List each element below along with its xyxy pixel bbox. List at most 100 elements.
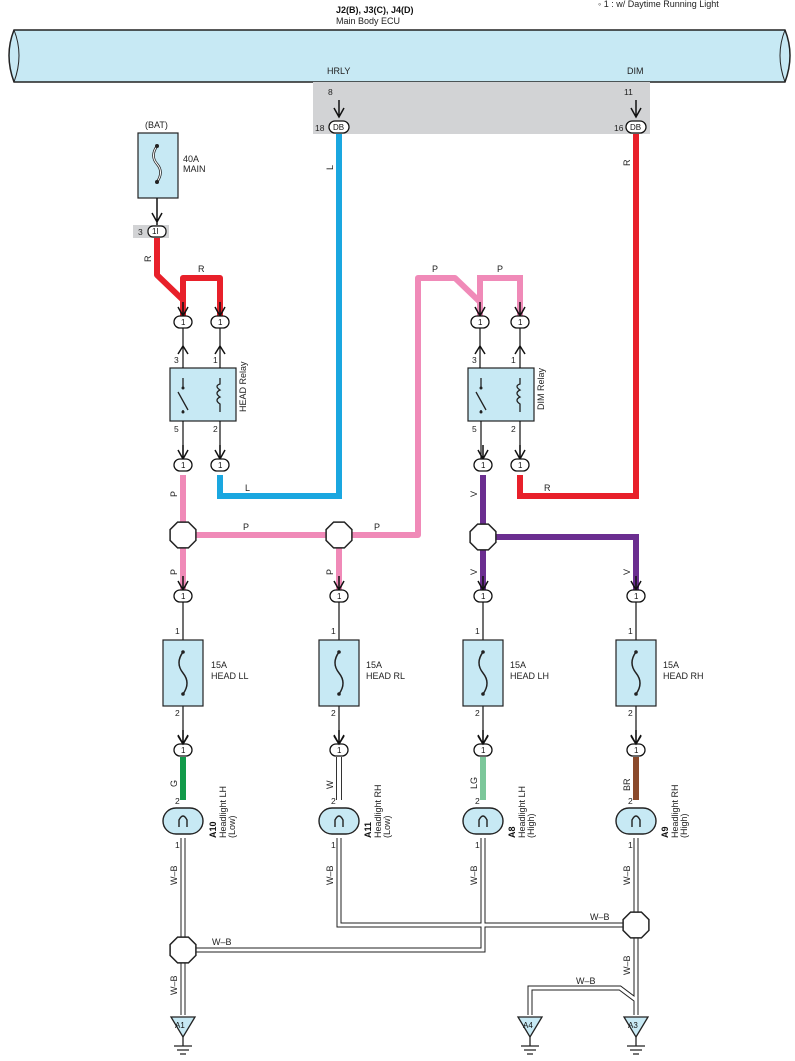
relay-lead-arrow xyxy=(214,344,226,355)
connector-one-label: 1 xyxy=(218,461,223,470)
head-fuse xyxy=(615,602,657,746)
hrly-pin-bottom: 18 xyxy=(315,123,325,133)
head-fuse xyxy=(318,602,360,746)
wire-p-main xyxy=(180,275,483,538)
headlight-a10-code: A10 xyxy=(208,821,218,838)
ecu-connectors-label: J2(B), J3(C), J4(D) xyxy=(336,5,414,15)
connector-one-pill: 1 xyxy=(510,302,530,329)
hrly-terminal-label: HRLY xyxy=(327,66,350,76)
connector-one-pill: 1 xyxy=(470,302,490,329)
head-relay-pin-3: 3 xyxy=(174,355,179,365)
dim-pin-top: 11 xyxy=(624,87,633,97)
headlight-a10-pin-top: 2 xyxy=(175,796,180,806)
wire-label-r-battery: R xyxy=(143,255,153,262)
junction-point xyxy=(469,523,497,551)
headlight-a9-name: Headlight RH xyxy=(670,784,680,838)
wire-label-wb-a9: W–B xyxy=(622,865,632,885)
headlight-a8-name: Headlight LH xyxy=(517,786,527,838)
ecu-name-label: Main Body ECU xyxy=(336,16,400,26)
fuse-lh-pin-out: 2 xyxy=(475,708,480,718)
junction-point xyxy=(622,911,650,939)
connector-one-label: 1 xyxy=(518,461,523,470)
relay-lead-arrow xyxy=(514,344,526,355)
headlight-a10-sub: (Low) xyxy=(227,815,237,838)
wire-r-battery xyxy=(154,238,223,316)
dim-relay xyxy=(467,367,535,422)
connector-one-label: 1 xyxy=(634,746,639,755)
connector-one-label: 1 xyxy=(218,318,223,327)
fuse-lh-rating: 15A xyxy=(510,660,526,670)
fuse-lh-name: HEAD LH xyxy=(510,671,549,681)
wire-label-p-relay-out: P xyxy=(169,491,179,497)
wire-label-v-fuse-rh: V xyxy=(622,569,632,575)
junction-point xyxy=(169,936,197,964)
connector-one-label: 1 xyxy=(337,592,342,601)
ground-a1-label: A1 xyxy=(175,1021,185,1030)
wire-label-wb-a10: W–B xyxy=(169,865,179,885)
connector-one-pill: 1 xyxy=(173,302,193,329)
connector-one-label: 1 xyxy=(337,746,342,755)
battery-connector-code: 1I xyxy=(152,227,159,236)
hrly-connector: DB xyxy=(328,120,350,134)
connector-one-label: 1 xyxy=(181,746,186,755)
ground-symbol xyxy=(622,1016,650,1055)
wire-label-w: W xyxy=(325,780,335,789)
headlight-a8-sub: (High) xyxy=(526,813,536,838)
connector-one-pill: 1 xyxy=(473,576,493,603)
dim-connector-code: DB xyxy=(630,123,641,132)
wire-label-wb-a1: W–B xyxy=(169,975,179,995)
hrly-pin-top: 8 xyxy=(328,87,333,97)
headlight-a10-pin-bottom: 1 xyxy=(175,840,180,850)
wire-label-r-relay: R xyxy=(198,264,205,274)
connector-one-label: 1 xyxy=(478,318,483,327)
ecu-body xyxy=(8,29,791,83)
fuse-lh-pin-in: 1 xyxy=(475,626,480,636)
wire-label-br: BR xyxy=(622,778,632,791)
head-relay xyxy=(169,367,237,422)
headlight-a11-sub: (Low) xyxy=(382,815,392,838)
head-relay-name: HEAD Relay xyxy=(238,361,248,412)
wire-label-p-top-left: P xyxy=(432,264,438,274)
connector-one-label: 1 xyxy=(481,746,486,755)
wire-label-v-relay-out: V xyxy=(469,491,479,497)
head-relay-pin-1: 1 xyxy=(213,355,218,365)
dim-relay-pin-3: 3 xyxy=(472,355,477,365)
main-body-ecu xyxy=(8,29,791,83)
connector-one-label: 1 xyxy=(518,318,523,327)
junction-point xyxy=(169,521,197,549)
fuse-rh-rating: 15A xyxy=(663,660,679,670)
ecu-left-cut xyxy=(13,29,20,83)
headlight-bulbs xyxy=(162,807,657,835)
relay-lead-arrow xyxy=(474,344,486,355)
wire-l-hrly xyxy=(217,134,342,499)
headlight-bulb xyxy=(615,807,657,835)
dim-relay-pin-2: 2 xyxy=(511,424,516,434)
connector-one-pill: 1 xyxy=(473,445,493,472)
hrly-pin-arrow xyxy=(333,100,345,119)
wire-label-wb-a8: W–B xyxy=(469,865,479,885)
connector-one-label: 1 xyxy=(181,461,186,470)
daytime-running-light-note: ◦ 1 : w/ Daytime Running Light xyxy=(598,0,719,9)
wire-label-p-top-right: P xyxy=(497,264,503,274)
fuse-rl-rating: 15A xyxy=(366,660,382,670)
wire-label-wb-a3: W–B xyxy=(622,955,632,975)
ground-a4-label: A4 xyxy=(523,1021,533,1030)
relay-leads xyxy=(177,328,526,459)
headlight-bulb xyxy=(318,807,360,835)
ecu-connector-area xyxy=(313,82,650,134)
wire-label-l-top: L xyxy=(325,165,335,170)
dim-relay-pin-1: 1 xyxy=(511,355,516,365)
connector-one-label: 1 xyxy=(634,592,639,601)
fuse-rl-name: HEAD RL xyxy=(366,671,405,681)
wire-label-r-dim-top: R xyxy=(622,159,632,166)
ground-a3-label: A3 xyxy=(628,1021,638,1030)
fuse-ll-pin-in: 1 xyxy=(175,626,180,636)
ecu-right-cut xyxy=(779,29,786,83)
fuse-ll-name: HEAD LL xyxy=(211,671,249,681)
wire-label-wb-joint-right: W–B xyxy=(590,912,610,922)
ground-points xyxy=(169,1016,650,1055)
wire-v xyxy=(480,475,639,590)
wire-wb-harness xyxy=(180,838,639,1015)
headlight-a9-pin-top: 2 xyxy=(628,796,633,806)
